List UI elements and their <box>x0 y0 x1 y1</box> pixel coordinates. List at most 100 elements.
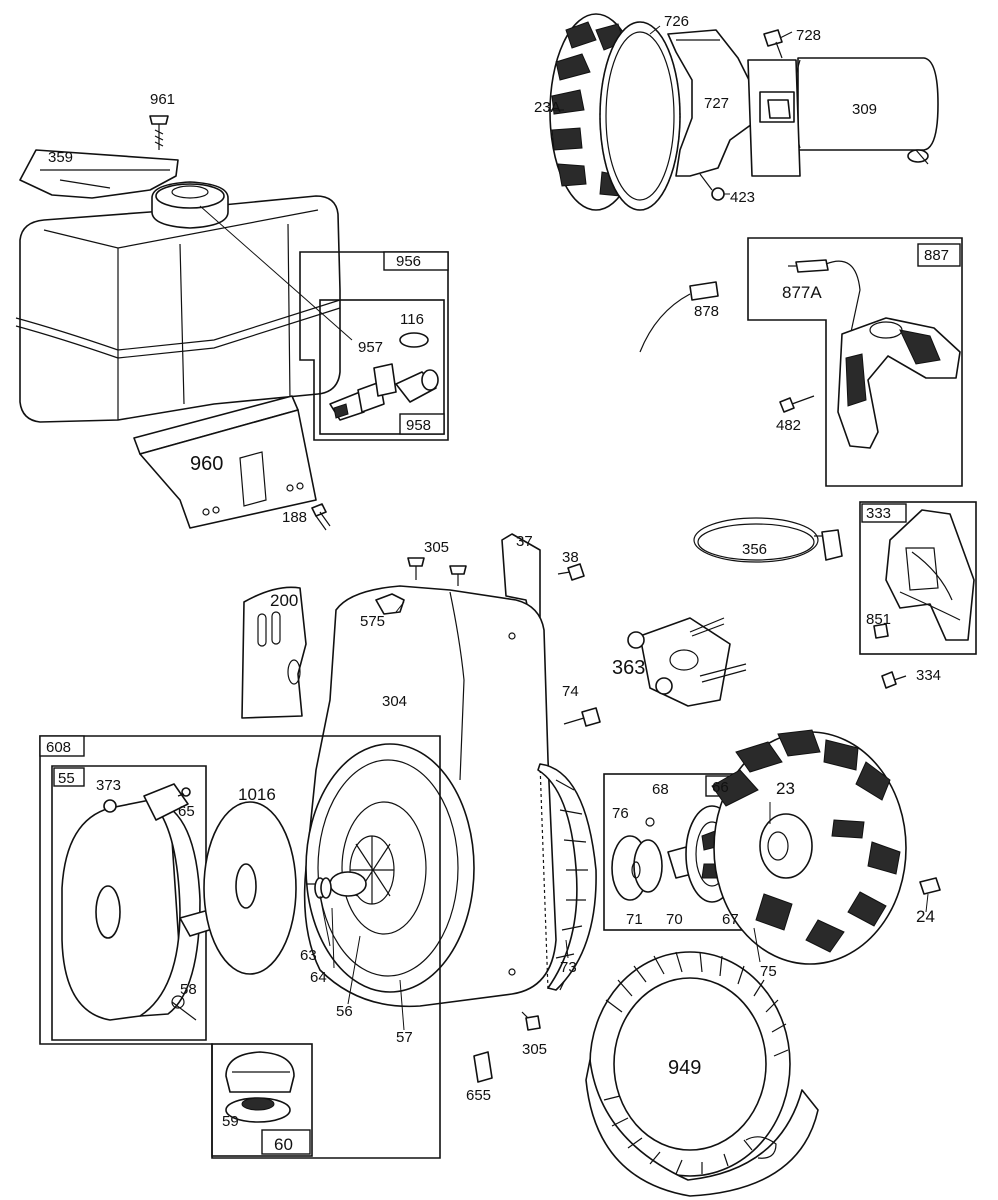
part-76-pulley[interactable] <box>611 835 663 901</box>
callout-851: 851 <box>866 611 891 628</box>
part-24-key[interactable] <box>919 877 941 895</box>
callout-877A: 877A <box>782 283 822 302</box>
part-727-bracket[interactable] <box>667 29 753 177</box>
callout-726: 726 <box>664 13 689 30</box>
callout-304: 304 <box>382 693 407 710</box>
kit-box-887 <box>747 237 963 487</box>
blower-housing-group <box>241 533 747 1083</box>
callout-23: 23 <box>776 779 795 798</box>
part-38-screw[interactable] <box>557 563 585 581</box>
callout-949: 949 <box>668 1057 701 1079</box>
part-55-starter-housing[interactable] <box>61 783 223 1021</box>
callout-727: 727 <box>704 95 729 112</box>
callout-67: 67 <box>722 911 739 928</box>
kit-box-55 <box>51 765 207 1041</box>
part-59-handle[interactable] <box>225 1051 295 1123</box>
kit-box-958 <box>319 299 445 435</box>
callout-482: 482 <box>776 417 801 434</box>
callout-74: 74 <box>562 683 579 700</box>
kit-box-60 <box>211 1043 313 1157</box>
part-58-handle-pin[interactable] <box>171 995 197 1021</box>
callout-200: 200 <box>270 591 298 610</box>
group-333 <box>693 501 977 689</box>
callout-956: 956 <box>396 253 421 270</box>
callout-76: 76 <box>612 805 629 822</box>
callout-655: 655 <box>466 1087 491 1104</box>
part-1016-disc[interactable] <box>203 801 297 975</box>
callout-305-top: 305 <box>424 539 449 556</box>
part-333-coil[interactable] <box>885 509 975 641</box>
part-68-ball[interactable] <box>645 817 655 827</box>
callout-305-bottom: 305 <box>522 1041 547 1058</box>
part-878-wire[interactable] <box>639 281 719 353</box>
callout-878: 878 <box>694 303 719 320</box>
part-73-rotating-screen[interactable] <box>537 763 597 991</box>
kit-box-333 <box>859 501 977 655</box>
part-851-lead[interactable] <box>873 591 961 639</box>
part-960-bracket[interactable] <box>133 395 317 529</box>
callout-37: 37 <box>516 533 533 550</box>
part-304-blower-housing[interactable] <box>303 585 591 1008</box>
callout-728: 728 <box>796 27 821 44</box>
part-726-ring-gear[interactable] <box>599 21 681 211</box>
ignition-group-887 <box>639 237 963 487</box>
callout-334: 334 <box>916 667 941 684</box>
part-356-wire[interactable] <box>693 517 843 563</box>
part-116-o-ring[interactable] <box>399 332 429 348</box>
callout-887: 887 <box>924 247 949 264</box>
part-887-armature[interactable] <box>837 317 961 449</box>
part-575-grommet[interactable] <box>375 593 405 615</box>
kit-box-608 <box>39 735 441 1159</box>
part-655-clip[interactable] <box>473 1051 493 1083</box>
part-23-flywheel[interactable] <box>711 729 907 965</box>
callout-57: 57 <box>396 1029 413 1046</box>
callout-66: 66 <box>712 779 729 796</box>
part-482-screw[interactable] <box>779 395 815 413</box>
callout-1016: 1016 <box>238 785 276 804</box>
callout-55: 55 <box>58 770 75 787</box>
callout-359: 359 <box>48 149 73 166</box>
callout-957: 957 <box>358 339 383 356</box>
part-728-screw[interactable] <box>763 29 783 59</box>
part-fuel-tank[interactable] <box>15 181 341 423</box>
callout-71: 71 <box>626 911 643 928</box>
part-949-shroud[interactable] <box>585 951 819 1197</box>
callout-960: 960 <box>190 453 223 475</box>
callout-24: 24 <box>916 907 935 926</box>
callout-356: 356 <box>742 541 767 558</box>
part-423-screw[interactable] <box>699 173 725 201</box>
callout-38: 38 <box>562 549 579 566</box>
callout-363: 363 <box>612 657 645 679</box>
part-188-screw[interactable] <box>311 503 331 531</box>
starter-group <box>549 13 939 211</box>
part-961-screw[interactable] <box>149 115 169 150</box>
callout-961: 961 <box>150 91 175 108</box>
callout-59: 59 <box>222 1113 239 1130</box>
part-334-screw[interactable] <box>881 671 907 689</box>
callout-labels: 961 359 956 957 116 958 960 188 726 728 … <box>46 13 949 1154</box>
callout-75: 75 <box>760 963 777 980</box>
part-363-adapter[interactable] <box>627 617 747 707</box>
callout-73: 73 <box>560 959 577 976</box>
part-200-baffle[interactable] <box>241 586 307 719</box>
part-958-fuel-valve[interactable] <box>329 363 439 421</box>
callout-63: 63 <box>300 947 317 964</box>
callout-333: 333 <box>866 505 891 522</box>
callout-68: 68 <box>652 781 669 798</box>
part-63-spring[interactable] <box>314 877 332 899</box>
part-65-screw[interactable] <box>177 787 191 797</box>
callout-188: 188 <box>282 509 307 526</box>
part-309-starter-motor[interactable] <box>747 57 939 177</box>
part-373-nut[interactable] <box>103 799 117 813</box>
callout-575: 575 <box>360 613 385 630</box>
callout-70: 70 <box>666 911 683 928</box>
part-877A-kill-wire[interactable] <box>788 259 861 347</box>
callout-958: 958 <box>406 417 431 434</box>
part-359-shield[interactable] <box>19 149 179 199</box>
leader-lines <box>319 25 929 1031</box>
part-305-screw-bottom[interactable] <box>521 1011 541 1031</box>
part-74-screw[interactable] <box>563 707 601 727</box>
part-305-screw-top[interactable] <box>407 557 467 586</box>
callout-373: 373 <box>96 777 121 794</box>
